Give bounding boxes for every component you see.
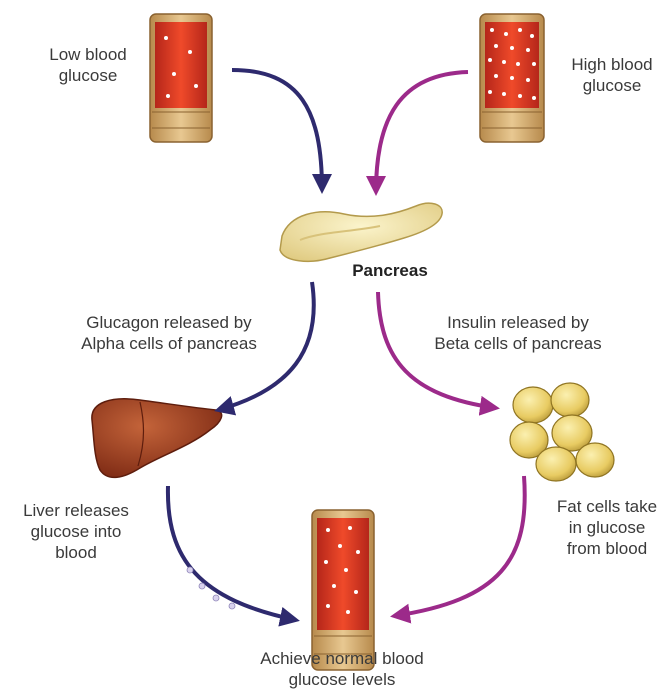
label-low-blood-glucose: Low blood glucose: [26, 44, 150, 86]
liver-icon: [92, 399, 222, 478]
arrow-liver-to-normal: [168, 486, 296, 620]
label-pancreas: Pancreas: [330, 260, 450, 281]
label-liver: Liver releases glucose into blood: [0, 500, 152, 563]
arrow-low-to-pancreas: [232, 70, 322, 190]
pancreas-icon: [280, 203, 442, 261]
label-insulin: Insulin released by Beta cells of pancre…: [398, 312, 638, 354]
arrow-fat-cells-to-normal: [394, 476, 525, 616]
blood-vessel-normal-glucose-icon: [312, 510, 374, 670]
label-glucagon: Glucagon released by Alpha cells of panc…: [54, 312, 284, 354]
label-normal-glucose: Achieve normal blood glucose levels: [230, 648, 454, 690]
fat-cells-icon: [510, 383, 614, 481]
blood-vessel-low-glucose-icon: [150, 14, 212, 142]
blood-vessel-high-glucose-icon: [480, 14, 544, 142]
arrow-high-to-pancreas: [376, 72, 468, 192]
label-fat-cells: Fat cells take in glucose from blood: [546, 496, 668, 559]
label-high-blood-glucose: High blood glucose: [556, 54, 668, 96]
